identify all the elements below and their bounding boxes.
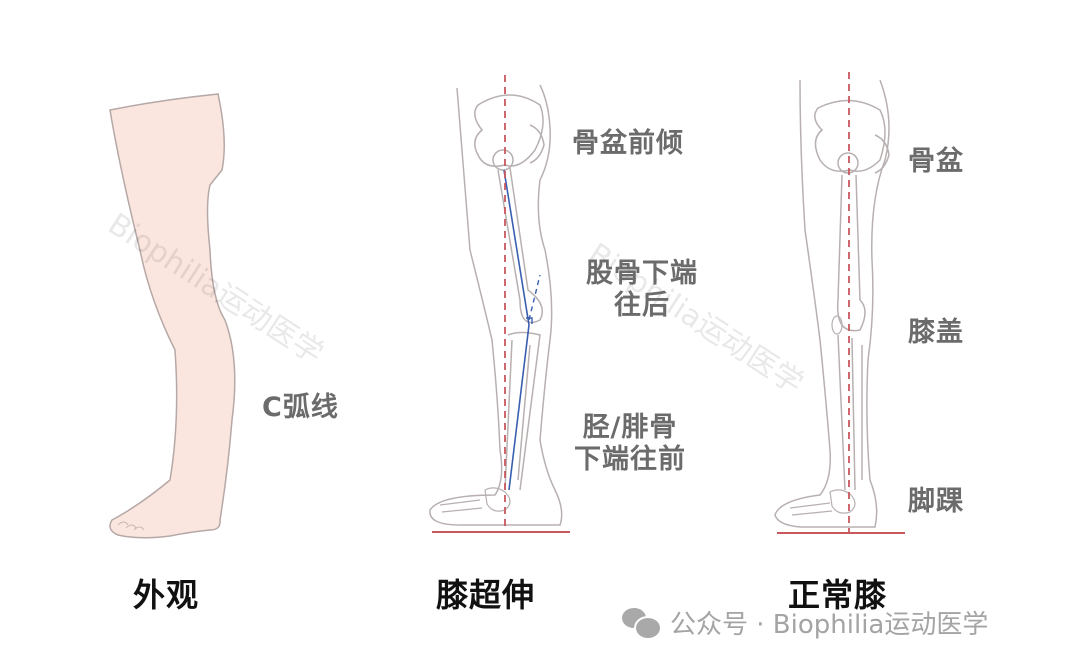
- label-line: 股骨下端: [586, 258, 698, 289]
- label-line: 往后: [614, 290, 670, 322]
- label-line: 胫/腓骨: [582, 412, 678, 443]
- normal-knee-leg-illustration: [774, 72, 905, 534]
- label-ankle: 脚踝: [908, 486, 964, 517]
- caption-appearance: 外观: [133, 576, 200, 614]
- label-tibia-fibula-forward: 胫/腓骨 下端往前: [560, 412, 700, 477]
- label-femur-backward: 股骨下端 往后: [572, 258, 712, 323]
- label-c-curve: C弧线: [262, 392, 339, 423]
- caption-normal-knee: 正常膝: [788, 576, 888, 614]
- caption-knee-hyperextension: 膝超伸: [436, 576, 536, 614]
- label-pelvic-anterior-tilt: 骨盆前倾: [572, 128, 684, 159]
- wechat-icon: [622, 607, 662, 640]
- hyperextension-leg-illustration: [429, 75, 570, 533]
- footer-source: 公众号 · Biophilia运动医学: [622, 604, 988, 641]
- label-knee: 膝盖: [908, 317, 964, 348]
- label-pelvis: 骨盆: [908, 146, 964, 177]
- footer-text: 公众号 · Biophilia运动医学: [670, 610, 989, 640]
- appearance-leg-illustration: [109, 93, 236, 539]
- label-line: 下端往前: [574, 444, 686, 476]
